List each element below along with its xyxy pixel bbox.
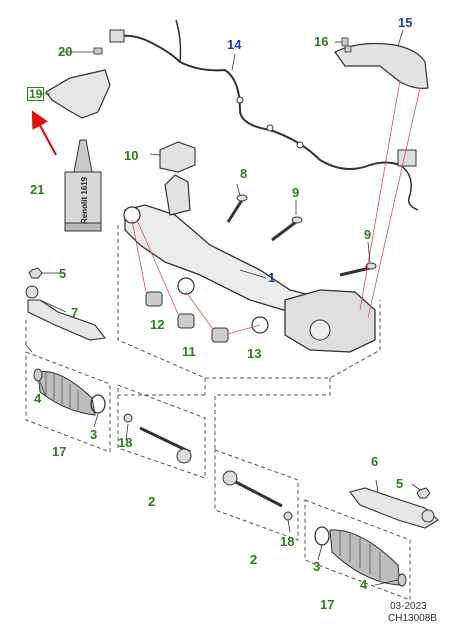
inner-tie-rod-left <box>139 426 191 454</box>
callout-leaders <box>25 29 421 586</box>
callout-12: 12 <box>150 317 165 332</box>
bushing-11a <box>177 313 195 329</box>
tie-rod-end-right <box>349 487 439 529</box>
bolt-9-lower <box>339 262 377 277</box>
callout-17-left: 17 <box>52 444 67 459</box>
bolt-9-upper <box>271 216 303 242</box>
boot-frame-right <box>304 499 411 601</box>
callout-6: 6 <box>371 454 379 469</box>
harness-branch <box>175 19 182 63</box>
callout-15: 15 <box>398 15 413 30</box>
gaiter-boot-left <box>37 371 96 416</box>
harness-connector-right <box>397 149 417 167</box>
rod-frame-left <box>117 384 206 479</box>
ball-joint-left <box>25 285 39 299</box>
callout-9-upper: 9 <box>292 185 300 200</box>
callout-19: 19 <box>27 87 45 101</box>
callout-5-right: 5 <box>396 476 404 491</box>
assembly-frame <box>117 225 381 379</box>
nut-5-right <box>416 487 431 499</box>
callout-18-right: 18 <box>280 534 295 549</box>
nut-5-left <box>28 267 43 279</box>
direction-arrow <box>31 110 57 156</box>
callout-2-left: 2 <box>148 494 156 509</box>
eps-motor <box>284 289 376 353</box>
harness-clip <box>266 124 274 132</box>
callout-14: 14 <box>227 37 242 52</box>
boot-clamp-4-left <box>33 368 43 382</box>
callout-3-left: 3 <box>90 427 98 442</box>
footer-date: 03-2023 <box>390 601 427 612</box>
lock-washer-18-left <box>123 413 133 423</box>
wiring-harness <box>109 34 401 170</box>
gaiter-ribs-right <box>339 530 381 580</box>
callout-5-left: 5 <box>59 266 67 281</box>
lock-washer-18-right <box>283 511 293 521</box>
callout-1: 1 <box>268 270 276 285</box>
boot-clip-3-left <box>90 394 106 414</box>
bracket-19 <box>45 69 111 119</box>
dashed-guide-right <box>214 378 331 450</box>
boot-clamp-4-right <box>397 573 407 587</box>
harness-clip <box>296 141 304 149</box>
harness-branch-2 <box>399 164 419 211</box>
rod-frame-right <box>214 449 299 541</box>
callout-11: 11 <box>182 344 196 359</box>
mount-bracket-10 <box>159 141 196 173</box>
callout-18-left: 18 <box>118 435 133 450</box>
rack-mount-left <box>123 206 141 224</box>
sealant-tube <box>64 139 102 232</box>
motor-cap <box>309 319 331 341</box>
red-leaders <box>131 79 421 335</box>
callout-21: 21 <box>30 182 45 197</box>
callout-16: 16 <box>314 34 329 49</box>
footer-code: CH13008B <box>388 613 437 624</box>
bolt-8 <box>226 194 248 223</box>
dashed-guide-left <box>25 320 206 396</box>
callout-2-right: 2 <box>250 552 258 567</box>
callout-3-right: 3 <box>313 559 321 574</box>
boot-clip-3-right <box>314 526 330 546</box>
harness-connector-left <box>109 29 125 43</box>
rod-joint-right <box>222 470 238 486</box>
sealant-tube-text: Renolit 1619 <box>80 176 89 224</box>
callout-4-right: 4 <box>360 577 368 592</box>
callout-20: 20 <box>58 44 73 59</box>
callout-10: 10 <box>124 148 139 163</box>
callout-9-lower: 9 <box>364 227 372 242</box>
heat-shield <box>334 42 429 89</box>
callout-4-left: 4 <box>34 391 42 406</box>
inner-tie-rod-right <box>227 476 283 508</box>
rod-joint-left <box>176 448 192 464</box>
rack-pinion <box>164 174 191 216</box>
rack-mount-mid <box>177 277 195 295</box>
bushing-11b <box>211 327 229 343</box>
bolt-20 <box>93 47 103 55</box>
gaiter-ribs-left <box>45 372 79 412</box>
boot-frame-left <box>25 351 111 453</box>
harness-clip <box>236 96 244 104</box>
callout-13: 13 <box>247 346 262 361</box>
callout-17-right: 17 <box>320 597 335 612</box>
bushing-12 <box>145 291 163 307</box>
callout-7: 7 <box>71 305 79 320</box>
leader-1 <box>239 269 267 279</box>
ball-joint-right <box>421 509 435 523</box>
tie-rod-end-left <box>27 299 107 341</box>
callout-8: 8 <box>240 166 248 181</box>
